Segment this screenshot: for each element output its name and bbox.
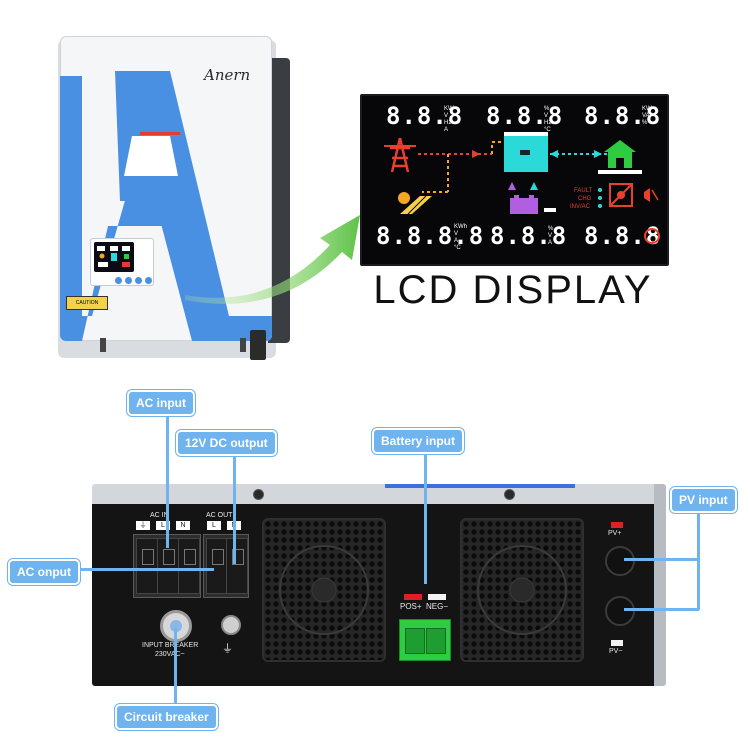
inverter-cable [250, 330, 266, 360]
ac-in-ground-label: ⏚ [136, 521, 150, 530]
ac-in-label: AC IN [150, 512, 169, 519]
inverter-side-panel [268, 58, 290, 343]
line-battery-input [424, 450, 427, 584]
inverter-blue-a-graphic [60, 71, 272, 341]
inverter-mini-lcd [94, 242, 134, 272]
battery-icon [510, 195, 538, 214]
pv-pos-indicator [611, 522, 623, 528]
lcd-status-inv: INV/AC [570, 204, 591, 210]
lcd-alarm-icon [644, 228, 660, 244]
fan-left [262, 518, 386, 662]
inverter-foot-left [100, 338, 106, 352]
arrow-icon [185, 215, 360, 304]
lcd-readout-top-mid: 8.8.8 [486, 102, 564, 130]
pv-positive-connector[interactable] [605, 546, 635, 576]
neg-indicator [428, 594, 446, 600]
brand-logo: Anern [204, 66, 251, 84]
lcd-readout-top-left: 8.8.8 [386, 102, 464, 130]
ground-icon: ⏚ [222, 643, 233, 655]
pos-indicator [404, 594, 422, 600]
inverter-foot-right [240, 338, 246, 352]
callout-pv-input: PV input [670, 487, 737, 513]
pos-label: POS+ [400, 602, 422, 611]
lcd-flow-diagram [384, 132, 659, 215]
line-pv-top [624, 558, 699, 561]
inverter-button-4[interactable] [145, 277, 152, 284]
inverter-button-1[interactable] [115, 277, 122, 284]
solar-panel-icon [398, 192, 432, 215]
line-dc-output [233, 452, 236, 564]
fault-icon [609, 183, 633, 207]
ac-out-label: AC OUT [206, 512, 233, 519]
ac-out-terminal-block[interactable] [203, 534, 249, 598]
ground-screw [221, 615, 241, 635]
line-ac-onput [80, 568, 214, 571]
breaker-label-2: 230VAC~ [155, 651, 185, 658]
line-ac-input [166, 414, 169, 548]
caution-label: CAUTION [66, 296, 108, 310]
callout-dc-output: 12V DC output [176, 430, 277, 456]
inverter-button-2[interactable] [125, 277, 132, 284]
breaker-label-1: INPUT BREAKER [142, 642, 199, 649]
callout-battery-input: Battery input [372, 428, 465, 454]
callout-ac-input: AC input [127, 390, 195, 416]
pv-negative-connector[interactable] [605, 596, 635, 626]
callout-circuit-breaker: Circuit breaker [115, 704, 218, 730]
lcd-readout-top-right: 8.8.8 [584, 102, 662, 130]
battery-terminal[interactable] [399, 619, 451, 661]
fan-right [460, 518, 584, 662]
line-pv-bottom [624, 608, 699, 611]
speaker-mute-icon [644, 188, 659, 202]
inverter-front [60, 36, 272, 341]
fan-icon [462, 520, 582, 660]
back-panel-side-rail [654, 484, 666, 686]
line-pv-vertical [697, 512, 700, 610]
lcd-status-chg: CHG [578, 196, 592, 202]
pv-pos-label: PV+ [608, 530, 622, 537]
lcd-display-title: LCD DISPLAY [373, 268, 653, 312]
line-circuit-breaker [174, 628, 177, 710]
house-icon [604, 140, 636, 168]
screw-2 [504, 489, 515, 500]
grid-tower-icon [384, 137, 416, 173]
fan-icon [264, 520, 384, 660]
inverter-button-3[interactable] [135, 277, 142, 284]
callout-ac-onput: AC onput [8, 559, 80, 585]
pv-neg-indicator [611, 640, 623, 646]
lcd-readout-bot-mid: 8.8.8 [490, 222, 568, 250]
lcd-readout-bot-left: 8.8.8.8 [376, 222, 485, 250]
ac-in-n-label: N [176, 521, 190, 530]
ac-out-l-label: L [207, 521, 221, 530]
screw-1 [253, 489, 264, 500]
ac-in-l-label: L [156, 521, 170, 530]
lcd-status-fault: FAULT [574, 188, 593, 194]
pv-neg-label: PV− [609, 648, 623, 655]
back-panel-blue-strip [385, 484, 575, 488]
neg-label: NEG− [426, 602, 449, 611]
